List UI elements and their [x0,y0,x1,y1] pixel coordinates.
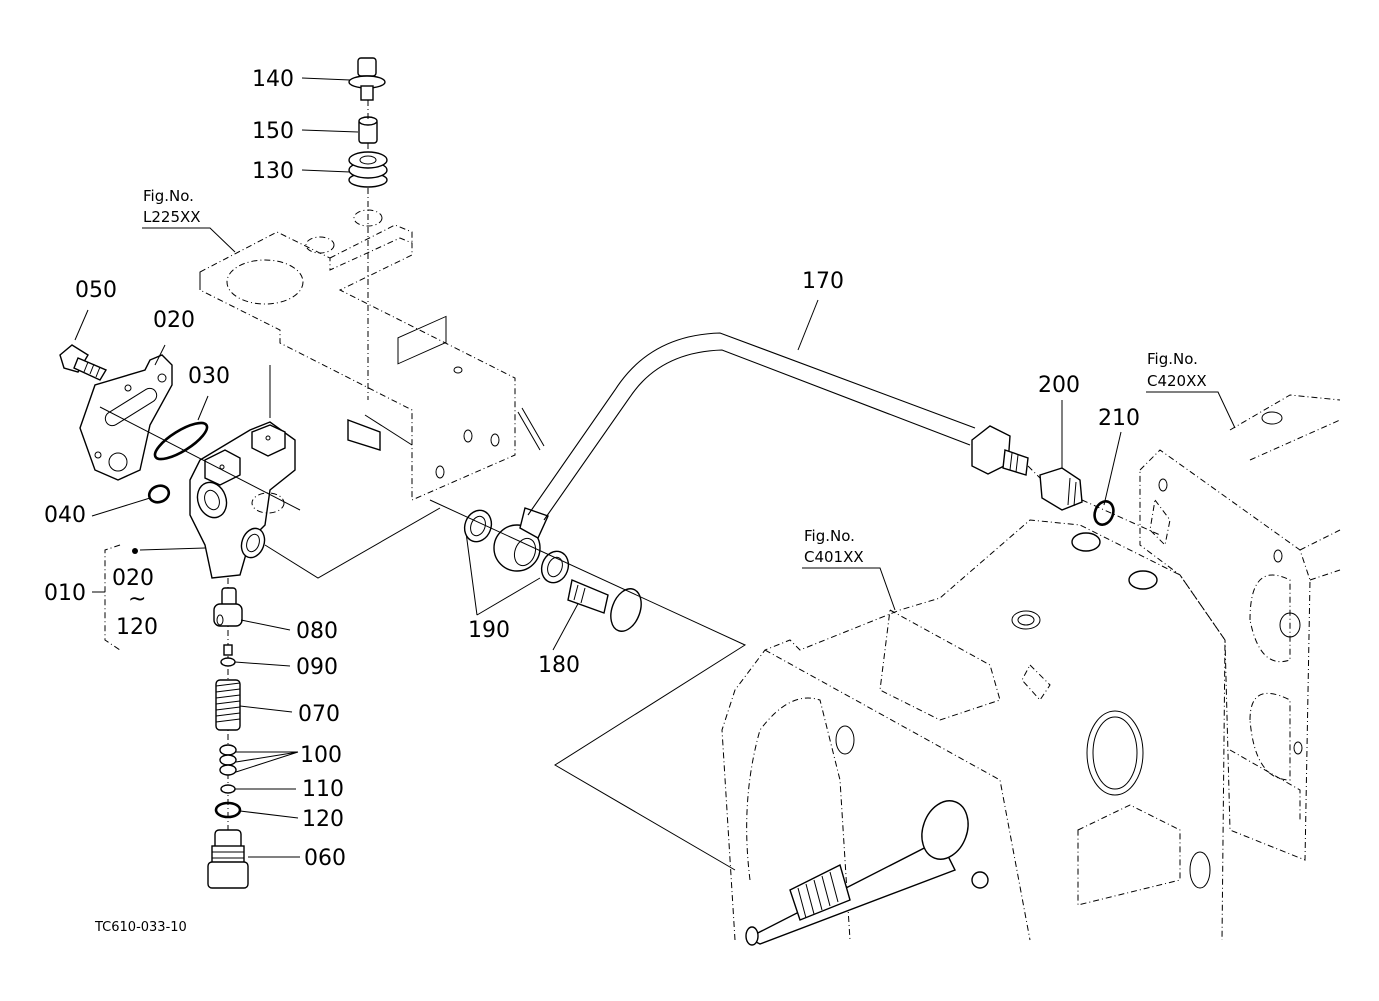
fig-ref-l225-line1: Fig.No. [143,187,194,205]
o-ring-030 [153,421,209,461]
adapter-200 [1039,467,1083,511]
pipe-170 [527,332,976,521]
transmission-case [721,519,1226,941]
label-040: 040 [44,503,86,528]
label-050: 050 [75,278,117,303]
washer-190-a [463,509,493,543]
label-070: 070 [298,702,340,727]
bracket-plate [199,209,545,501]
flange-020 [79,354,173,481]
collar-150 [358,116,378,144]
fig-ref-c420-line1: Fig.No. [1147,350,1198,368]
leader-lines [74,77,1236,858]
fig-ref-c401-line2: C401XX [804,548,864,566]
o-ring-210 [1093,500,1115,526]
assembly-group-bracket [92,544,138,651]
label-130: 130 [252,159,294,184]
drawing-code: TC610-033-10 [94,920,187,935]
o-ring-120 [214,801,242,819]
washer-110 [220,784,236,794]
label-030: 030 [188,364,230,389]
fig-ref-c420-line2: C420XX [1147,372,1207,390]
fig-ref-c401-line1: Fig.No. [804,527,855,545]
rear-case [1139,394,1341,861]
label-range-start: 020 [112,566,154,591]
valve-body [189,421,296,579]
label-100: 100 [300,743,342,768]
label-150: 150 [252,119,294,144]
valve-090 [220,644,236,667]
plug-060 [207,829,249,889]
label-010: 010 [44,581,86,606]
bolt-050 [59,344,108,381]
bolt-140 [348,57,386,101]
label-110: 110 [302,777,344,802]
banjo-bolt-180 [567,579,642,632]
label-180: 180 [538,653,580,678]
label-120: 120 [302,807,344,832]
label-020: 020 [153,308,195,333]
label-170: 170 [802,269,844,294]
label-090: 090 [296,655,338,680]
label-140: 140 [252,67,294,92]
label-range-symbol: ~ [128,587,146,612]
shims-100 [219,744,237,776]
washer-190-b [540,550,570,584]
label-190: 190 [468,618,510,643]
label-060: 060 [304,846,346,871]
label-080: 080 [296,619,338,644]
union-nut [971,425,1029,476]
fitting-080 [213,587,243,627]
spring-070 [215,679,241,731]
banjo-fitting [493,507,549,572]
label-range-end: 120 [116,615,158,640]
o-ring-040 [147,484,171,504]
fig-ref-l225-line2: L225XX [143,208,201,226]
output-shaft [745,800,989,946]
label-200: 200 [1038,373,1080,398]
label-210: 210 [1098,406,1140,431]
bushing-130 [348,151,388,188]
